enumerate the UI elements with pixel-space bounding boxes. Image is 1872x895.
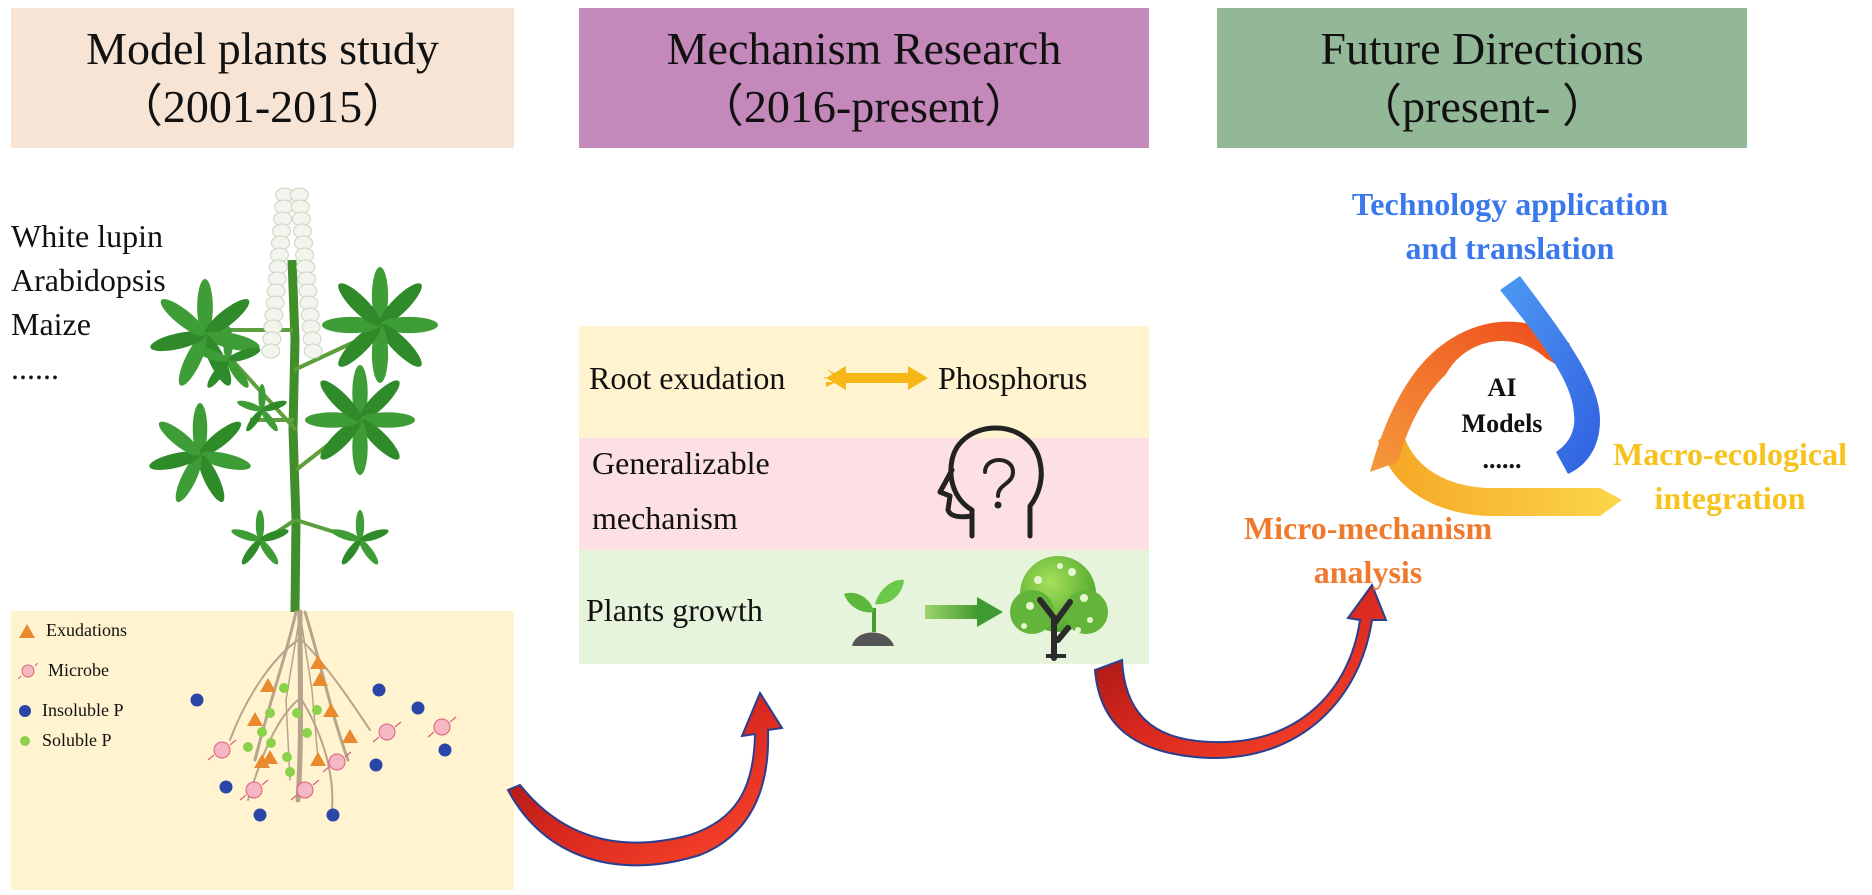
lupin-flower: [303, 343, 323, 359]
progress-arrow-1: [506, 690, 784, 867]
lupin-plant-illustration: [149, 187, 438, 613]
microbe: [207, 739, 237, 761]
exudation-triangle: [310, 752, 326, 766]
soil-particles: [190, 655, 457, 822]
microbe: [427, 716, 457, 738]
microbe: [322, 751, 352, 773]
phosphorus-label: Phosphorus: [938, 360, 1088, 396]
micro-line1: Micro-mechanism: [1243, 510, 1493, 546]
legend-label: Insoluble P: [42, 700, 124, 720]
double-arrow-icon: [824, 366, 928, 390]
microbe-icon: [18, 662, 38, 679]
lupin-flower: [261, 343, 281, 359]
lupin-leaf: [149, 403, 251, 503]
lupin-leaf: [322, 267, 438, 383]
header-future-directions: Future Directions （present- ）: [1217, 8, 1747, 148]
soluble-p-dot: [285, 767, 295, 777]
lupin-leaf: [231, 510, 289, 565]
header-period: （2016-present）: [697, 81, 1031, 132]
exudation-triangle: [323, 703, 339, 717]
legend-microbe: Microbe: [18, 660, 109, 681]
header-model-plants-study: Model plants study （2001-2015）: [11, 8, 514, 148]
legend-insoluble-p: Insoluble P: [18, 700, 124, 721]
header-period: （2001-2015）: [116, 81, 409, 132]
model-plant-maize: Maize: [11, 306, 91, 342]
seedling-icon: [844, 579, 904, 646]
dot-icon: [19, 704, 31, 717]
legend-label: Microbe: [48, 660, 109, 680]
lupin-leaf: [195, 326, 261, 388]
insoluble-p-dot: [253, 808, 267, 822]
legend-exudations: Exudations: [18, 620, 127, 641]
microbe: [290, 779, 320, 801]
exudation-triangle: [342, 729, 358, 743]
ai-cycle-icon: [1370, 276, 1622, 517]
legend-soluble-p: Soluble P: [18, 730, 112, 751]
ai-line2: Models: [1461, 409, 1543, 438]
model-plant-arabidopsis: Arabidopsis: [11, 262, 166, 298]
model-plant-ellipsis: ......: [11, 350, 59, 386]
ai-models-label: AI Models ......: [1434, 370, 1570, 478]
soluble-p-dot: [282, 752, 292, 762]
header-title: Mechanism Research: [666, 23, 1062, 74]
soluble-p-dot: [243, 742, 253, 752]
soil-zone: [11, 611, 514, 890]
exudation-triangle: [262, 750, 278, 764]
insoluble-p-dot: [219, 780, 233, 794]
root-exudation-label: Root exudation: [589, 360, 786, 396]
generalizable-label-line2: mechanism: [592, 500, 738, 536]
generalizable-label-line1: Generalizable: [592, 445, 770, 481]
exudation-triangle: [260, 678, 276, 692]
model-plants-list: White lupin Arabidopsis Maize ......: [11, 214, 166, 390]
insoluble-p-dot: [438, 743, 452, 757]
exudation-triangle: [310, 655, 326, 669]
soluble-p-dot: [257, 727, 267, 737]
tech-line1: Technology application: [1351, 186, 1669, 222]
micro-line2: analysis: [1313, 554, 1423, 590]
microbe: [239, 779, 269, 801]
plants-growth-label: Plants growth: [586, 592, 763, 628]
tree-icon: [1010, 556, 1108, 661]
growth-arrow-icon: [925, 597, 1003, 627]
question-head-icon: [937, 425, 1044, 539]
macro-line1: Macro-ecological: [1613, 436, 1847, 472]
legend-label: Soluble P: [42, 730, 112, 750]
ai-line1: AI: [1487, 373, 1517, 402]
header-title: Model plants study: [86, 23, 439, 74]
insoluble-p-dot: [190, 693, 204, 707]
header-mechanism-research: Mechanism Research （2016-present）: [579, 8, 1149, 148]
macro-line2: integration: [1654, 480, 1806, 516]
soluble-p-dot: [279, 683, 289, 693]
lupin-leaf: [331, 510, 389, 565]
tech-line2: and translation: [1405, 230, 1615, 266]
header-period: （present- ）: [1356, 81, 1608, 132]
insoluble-p-dot: [369, 758, 383, 772]
tech-application-label: Technology application and translation: [1310, 182, 1710, 270]
model-plant-white-lupin: White lupin: [11, 218, 163, 254]
lupin-leaf: [237, 384, 287, 432]
insoluble-p-dot: [326, 808, 340, 822]
soluble-p-dot: [312, 705, 322, 715]
mech-row-generalizable-bg: [579, 438, 1149, 550]
soluble-p-dot: [266, 738, 276, 748]
microbe: [372, 721, 402, 743]
header-title: Future Directions: [1320, 23, 1644, 74]
progress-arrow-2: [1093, 582, 1388, 760]
dot-icon: [20, 735, 30, 746]
micro-mechanism-label: Micro-mechanism analysis: [1218, 506, 1518, 594]
macro-ecological-label: Macro-ecological integration: [1590, 432, 1870, 520]
exudation-triangle: [312, 672, 328, 686]
exudation-triangle: [254, 754, 270, 768]
soluble-p-dot: [302, 728, 312, 738]
triangle-icon: [19, 623, 35, 638]
exudation-triangle: [247, 712, 263, 726]
insoluble-p-dot: [372, 683, 386, 697]
lupin-leaf: [305, 365, 415, 475]
insoluble-p-dot: [411, 701, 425, 715]
legend-label: Exudations: [46, 620, 127, 640]
ai-line3: ......: [1482, 445, 1522, 474]
soluble-p-dot: [292, 708, 302, 718]
soluble-p-dot: [265, 708, 275, 718]
